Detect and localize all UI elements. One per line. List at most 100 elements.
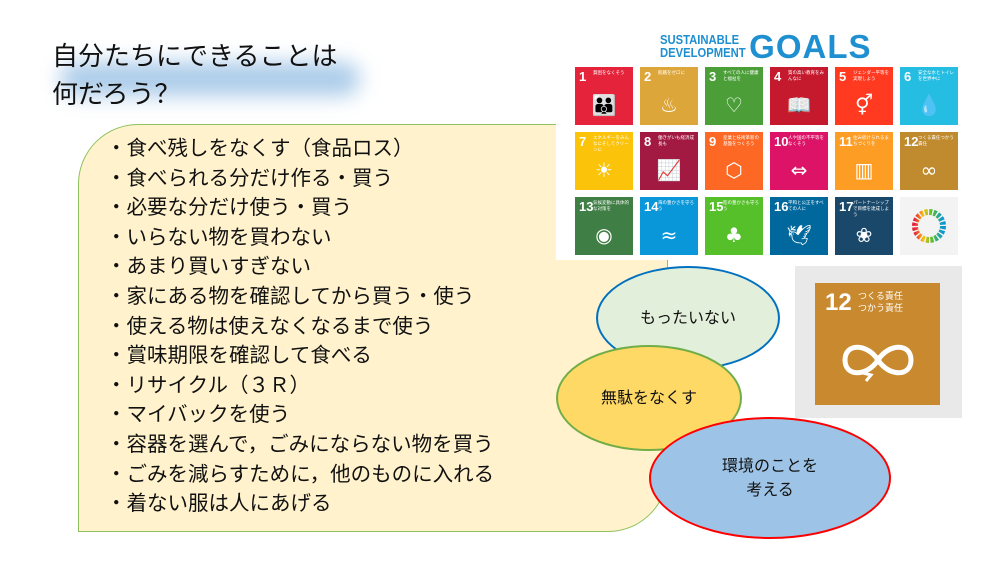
sdg-goal-2: 2 飢餓をゼロに ♨	[640, 67, 698, 125]
tree-icon: ♣	[725, 223, 743, 247]
goal-label: 安全な水とトイレを世界中に	[918, 71, 954, 82]
title-line-2: 何だろう？	[52, 80, 181, 110]
bubble-label-1: 環境のことを	[721, 456, 818, 475]
infinity-icon: ∞	[920, 158, 938, 182]
goal-number: 10	[774, 134, 789, 149]
goal-number: 12	[904, 134, 919, 149]
gender-icon: ⚥	[854, 93, 874, 117]
goal-number: 14	[644, 199, 659, 214]
goal-label: すべての人に健康と福祉を	[723, 71, 759, 82]
goal-number: 8	[644, 134, 652, 149]
bubble-label: 無駄をなくす	[600, 388, 697, 407]
action-item: ・使える物は使えなくなるまで使う	[106, 313, 434, 338]
sdg-goal-4: 4 質の高い教育をみんなに 📖	[770, 67, 828, 125]
goal-number: 2	[644, 69, 652, 84]
action-item: ・ごみを減らすために，他のものに入れる	[106, 461, 495, 486]
action-item: ・リサイクル（３Ｒ）	[106, 372, 310, 397]
goal-number: 1	[579, 69, 587, 84]
goal-label: 人や国の不平等をなくそう	[788, 136, 824, 147]
people-icon: 👪	[591, 93, 617, 117]
logo-word: GOALS	[749, 28, 872, 65]
action-item: ・食べ残しをなくす（食品ロス）	[106, 136, 414, 160]
goal-12-large: 12 つくる責任つかう責任	[795, 266, 962, 418]
goal-label: つくる責任つかう責任	[918, 136, 954, 147]
water-icon: 💧	[916, 93, 942, 117]
sdg-goal-6: 6 安全な水とトイレを世界中に 💧	[900, 67, 958, 125]
goal-number: 7	[579, 134, 587, 149]
goal-label: 産業と技術革新の基盤をつくろう	[723, 136, 759, 147]
sdg-goal-1: 1 貧困をなくそう 👪	[575, 67, 633, 125]
city-icon: ▥	[854, 158, 874, 182]
bubble-label-2: 考える	[746, 480, 794, 499]
rings-icon: ❀	[855, 223, 873, 247]
goal-label-2: つかう責任	[858, 304, 904, 314]
infinity-icon	[842, 344, 914, 382]
goal-label-1: つくる責任	[858, 292, 903, 302]
goal-label: 平和と公正をすべての人に	[788, 201, 824, 212]
goal-label: 貧困をなくそう	[593, 71, 625, 76]
action-item: ・家にある物を確認してから買う・使う	[106, 283, 475, 308]
cubes-icon: ⬡	[725, 158, 743, 182]
action-item: ・マイバックを使う	[106, 402, 291, 427]
goal-number: 6	[904, 69, 912, 84]
action-item: ・賞味期限を確認して食べる	[106, 343, 372, 368]
book-icon: 📖	[786, 93, 812, 117]
sdg-goal-7: 7 エネルギーをみんなにそしてクリーンに ☀	[575, 132, 633, 190]
goal-label: 海の豊かさを守ろう	[658, 201, 694, 212]
goal-label: 気候変動に具体的な対策を	[593, 201, 629, 212]
action-item: ・着ない服は人にあげる	[106, 491, 332, 516]
goal-number: 17	[839, 199, 854, 214]
heartbeat-icon: ♡	[725, 93, 743, 117]
page-title: 自分たちにできることは 何だろう？	[52, 38, 337, 114]
goal-label: 住み続けられるまちづくりを	[853, 136, 889, 147]
logo-line-2: DEVELOPMENT	[660, 46, 746, 60]
fish-icon: ≈	[660, 223, 678, 247]
goal-label: 飢餓をゼロに	[658, 71, 685, 76]
goal-number: 5	[839, 69, 847, 84]
sdg-goal-5: 5 ジェンダー平等を実現しよう ⚥	[835, 67, 893, 125]
goal-label: 働きがいも経済成長も	[658, 136, 694, 147]
bubble-label: もったいない	[639, 308, 736, 327]
goal-label: 質の高い教育をみんなに	[788, 71, 824, 82]
sdg-wheel-icon	[900, 197, 958, 255]
action-item: ・いらない物を買わない	[106, 224, 332, 249]
goal-number: 11	[839, 134, 853, 149]
dove-icon: 🕊	[786, 223, 812, 247]
action-item: ・あまり買いすぎない	[106, 254, 311, 279]
equality-arrows-icon: ⇔	[790, 158, 808, 182]
goal-number: 13	[579, 199, 594, 214]
sun-icon: ☀	[595, 158, 613, 182]
bubble-environment: 環境のことを考える	[649, 417, 891, 539]
goal-label: ジェンダー平等を実現しよう	[853, 71, 889, 82]
goal-number: 16	[774, 199, 789, 214]
eye-earth-icon: ◉	[595, 223, 613, 247]
goal-number: 4	[774, 69, 782, 84]
bowl-icon: ♨	[660, 93, 678, 117]
title-line-1: 自分たちにできることは	[52, 42, 338, 72]
growth-chart-icon: 📈	[656, 158, 682, 182]
goal-number: 15	[709, 199, 724, 214]
actions-list: ・食べ残しをなくす（食品ロス） ・食べられる分だけ作る・買う・必要な分だけ使う・買…	[106, 134, 494, 519]
goal-number: 12	[825, 289, 852, 316]
action-item: ・容器を選んで，ごみにならない物を買う	[106, 431, 494, 456]
sdg-goal-3: 3 すべての人に健康と福祉を ♡	[705, 67, 763, 125]
logo-line-1: SUSTAINABLE	[660, 33, 740, 47]
goal-label: パートナーシップで目標を達成しよう	[853, 201, 889, 218]
sdg-goal-8: 8 働きがいも経済成長も 📈	[640, 132, 698, 190]
action-item: ・食べられる分だけ作る・買う	[106, 165, 393, 190]
goal-number: 3	[709, 69, 717, 84]
goal-label: エネルギーをみんなにそしてクリーンに	[593, 136, 629, 153]
action-item: ・必要な分だけ使う・買う	[106, 195, 352, 220]
title-highlight	[60, 62, 360, 96]
